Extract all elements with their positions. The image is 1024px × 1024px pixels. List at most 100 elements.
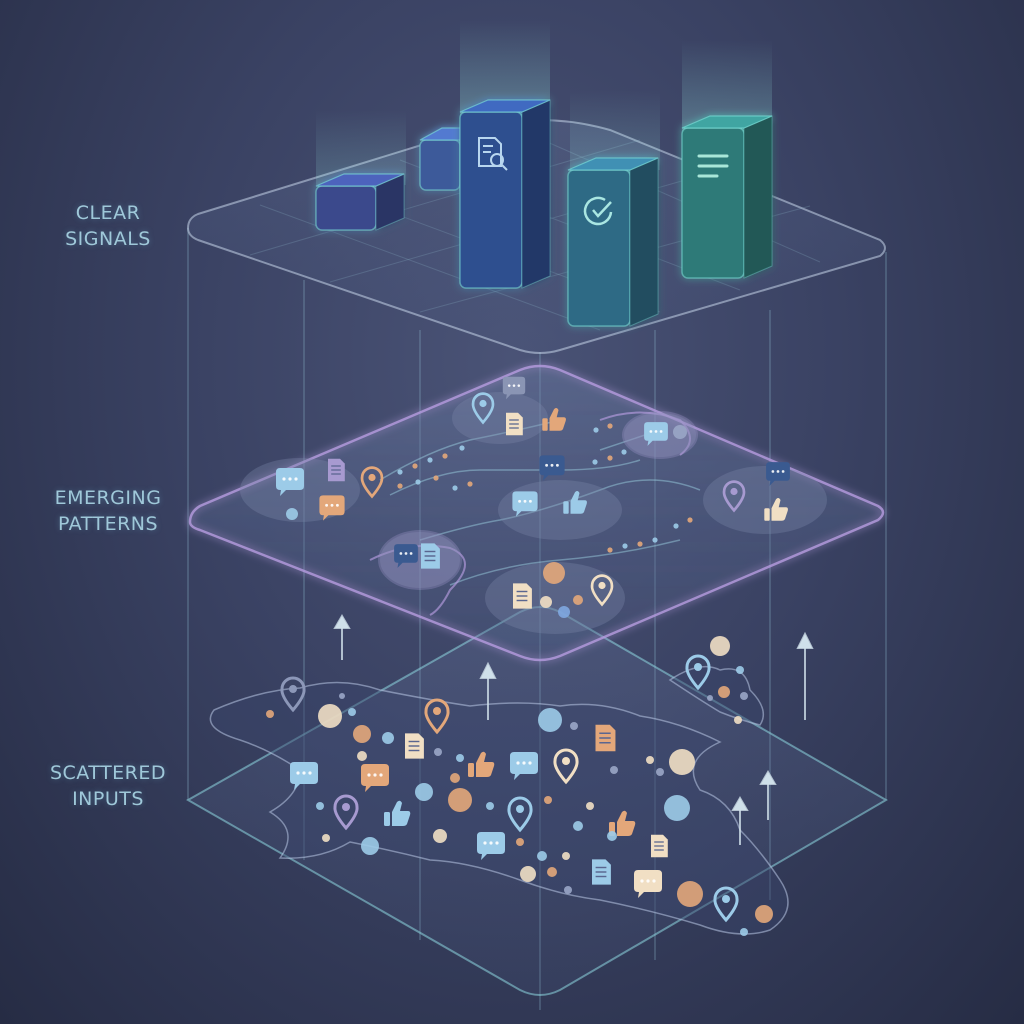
dot-icon (607, 831, 617, 841)
middle-plate (188, 364, 885, 662)
dot-icon (673, 425, 687, 439)
location-pin-icon (722, 480, 746, 513)
dot-icon (562, 852, 570, 860)
dot-icon (520, 866, 536, 882)
chat-bubble-icon (394, 544, 418, 568)
location-pin-icon (507, 796, 533, 833)
dot-icon (361, 837, 379, 855)
chat-bubble-icon (766, 462, 790, 486)
dot-icon (433, 475, 439, 481)
dot-icon (547, 867, 557, 877)
dot-icon (434, 748, 442, 756)
dot-icon (622, 543, 628, 549)
dot-icon (415, 479, 421, 485)
bottom-plate (185, 606, 888, 996)
chat-bubble-icon (644, 422, 668, 446)
dot-icon (448, 788, 472, 812)
dot-icon (710, 636, 730, 656)
dot-icon (740, 928, 748, 936)
dot-icon (664, 795, 690, 821)
location-pin-icon (713, 886, 739, 923)
location-pin-icon (590, 574, 614, 607)
location-pin-icon (280, 676, 306, 713)
layer-label-clear-signals: CLEAR SIGNALS (65, 202, 151, 250)
dot-icon (669, 749, 695, 775)
dot-icon (607, 547, 613, 553)
dot-icon (734, 716, 742, 724)
dot-icon (610, 766, 618, 774)
scattered-items (266, 636, 773, 936)
dot-icon (573, 595, 583, 605)
location-pin-icon (685, 654, 711, 691)
dot-icon (537, 851, 547, 861)
dot-icon (673, 523, 679, 529)
dot-icon (442, 453, 448, 459)
chat-bubble-icon (512, 491, 538, 517)
dot-icon (450, 773, 460, 783)
chat-bubble-icon (290, 762, 318, 790)
dot-icon (586, 802, 594, 810)
chat-bubble-icon (276, 468, 304, 496)
dot-icon (353, 725, 371, 743)
cluster-zone (703, 466, 827, 534)
dot-icon (516, 838, 524, 846)
dot-icon (558, 606, 570, 618)
cluster-zone (452, 392, 548, 444)
dot-icon (607, 455, 613, 461)
dot-icon (592, 459, 598, 465)
dot-icon (339, 693, 345, 699)
signal-block (315, 173, 405, 231)
dot-icon (415, 783, 433, 801)
dot-icon (427, 457, 433, 463)
dot-icon (677, 881, 703, 907)
dot-icon (382, 732, 394, 744)
document-icon (595, 724, 616, 752)
document-icon (421, 543, 440, 569)
dot-icon (570, 722, 578, 730)
dot-icon (718, 686, 730, 698)
chat-bubble-icon (502, 376, 526, 400)
signal-block (567, 157, 659, 327)
document-icon (328, 458, 345, 482)
dot-icon (540, 596, 552, 608)
dot-icon (543, 562, 565, 584)
dot-icon (486, 802, 494, 810)
dot-icon (397, 483, 403, 489)
top-blocks (315, 99, 773, 327)
dot-icon (607, 423, 613, 429)
dot-icon (573, 821, 583, 831)
dot-icon (266, 710, 274, 718)
document-icon (651, 834, 668, 858)
chat-bubble-icon (510, 752, 538, 780)
dot-icon (316, 802, 324, 810)
dot-icon (348, 708, 356, 716)
dot-icon (397, 469, 403, 475)
dot-icon (593, 427, 599, 433)
dot-icon (467, 481, 473, 487)
chat-bubble-icon (539, 455, 565, 481)
thumbs-up-icon (764, 498, 788, 521)
dot-icon (656, 768, 664, 776)
up-arrow-icon (333, 614, 351, 660)
document-icon (405, 733, 424, 759)
signal-block (459, 99, 551, 289)
dot-icon (433, 829, 447, 843)
location-pin-icon (471, 392, 495, 425)
chat-bubble-icon (319, 495, 345, 521)
dot-icon (755, 905, 773, 923)
location-pin-icon (360, 466, 384, 499)
dot-icon (357, 751, 367, 761)
pattern-clusters (240, 376, 827, 634)
dot-icon (621, 449, 627, 455)
location-pin-icon (333, 794, 359, 831)
dot-icon (412, 463, 418, 469)
dot-icon (637, 541, 643, 547)
up-arrow-icon (479, 661, 497, 720)
dot-icon (318, 704, 342, 728)
dot-icon (286, 508, 298, 520)
cluster-zone (485, 562, 625, 634)
document-search-icon (478, 137, 508, 171)
thumbs-up-icon (384, 800, 411, 826)
layer-label-scattered-inputs: SCATTERED INPUTS (49, 762, 167, 810)
